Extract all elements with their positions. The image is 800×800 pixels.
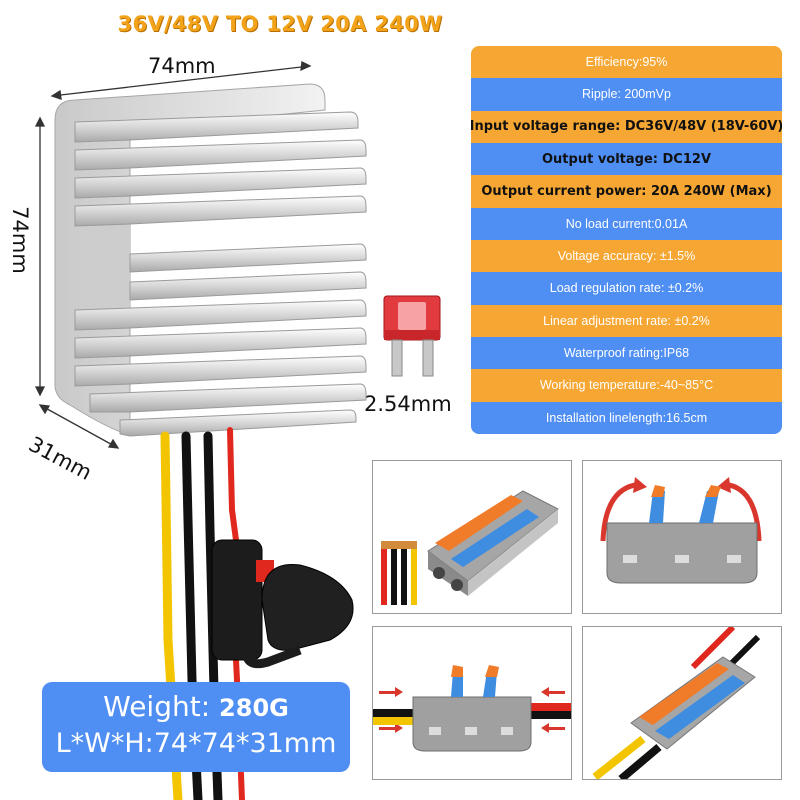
spec-row: Output current power: 20A 240W (Max)	[471, 175, 782, 208]
spec-row: Waterproof rating:IP68	[471, 336, 782, 370]
insert-arrow-icon	[379, 687, 565, 733]
depth-arrow	[38, 404, 120, 449]
rotate-arrow-icon	[600, 482, 762, 542]
heatsink	[54, 83, 367, 437]
connector-panel-levers	[582, 460, 782, 614]
connector-panel-closed	[582, 626, 782, 780]
lever-connector	[427, 490, 559, 596]
connector-panel-open	[372, 460, 572, 614]
spec-row: Input voltage range: DC36V/48V (18V-60V)	[471, 110, 782, 143]
spec-row: Linear adjustment rate: ±0.2%	[471, 304, 782, 337]
wire-ends	[381, 541, 417, 605]
width-arrow	[50, 61, 312, 100]
blade-fuse-icon	[383, 295, 441, 377]
lever-opening-illustration	[600, 477, 762, 584]
spec-row: Output voltage: DC12V	[471, 142, 782, 176]
height-arrow	[34, 116, 46, 397]
spec-row: Load regulation rate: ±0.2%	[471, 272, 782, 305]
spec-row: No load current:0.01A	[471, 207, 782, 240]
weight-info-box: Weight: 280G L*W*H:74*74*31mm	[42, 682, 350, 772]
weight-line: Weight: 280G	[42, 690, 350, 723]
spec-row: Voltage accuracy: ±1.5%	[471, 239, 782, 273]
weight-value: 280G	[219, 694, 289, 722]
fuse-size-label: 2.54mm	[364, 392, 452, 416]
spec-row: Working temperature:-40~85°C	[471, 369, 782, 402]
spec-row: Efficiency:95%	[471, 46, 782, 79]
wire-insert-illustration	[373, 665, 571, 752]
dimensions-lwh: L*W*H:74*74*31mm	[55, 728, 337, 759]
converter-illustration	[34, 61, 441, 800]
spec-row: Installation linelength:16.5cm	[471, 401, 782, 434]
weight-label: Weight:	[103, 690, 211, 723]
connector-panel-insert	[372, 626, 572, 780]
fuse-holder	[211, 539, 354, 669]
width-dimension-label: 74mm	[148, 54, 216, 78]
lever-connector-illustration	[381, 490, 559, 605]
wired-connector-illustration	[592, 627, 761, 779]
spec-row: Ripple: 200mVp	[471, 78, 782, 111]
product-title: 36V/48V TO 12V 20A 240W	[117, 12, 443, 36]
